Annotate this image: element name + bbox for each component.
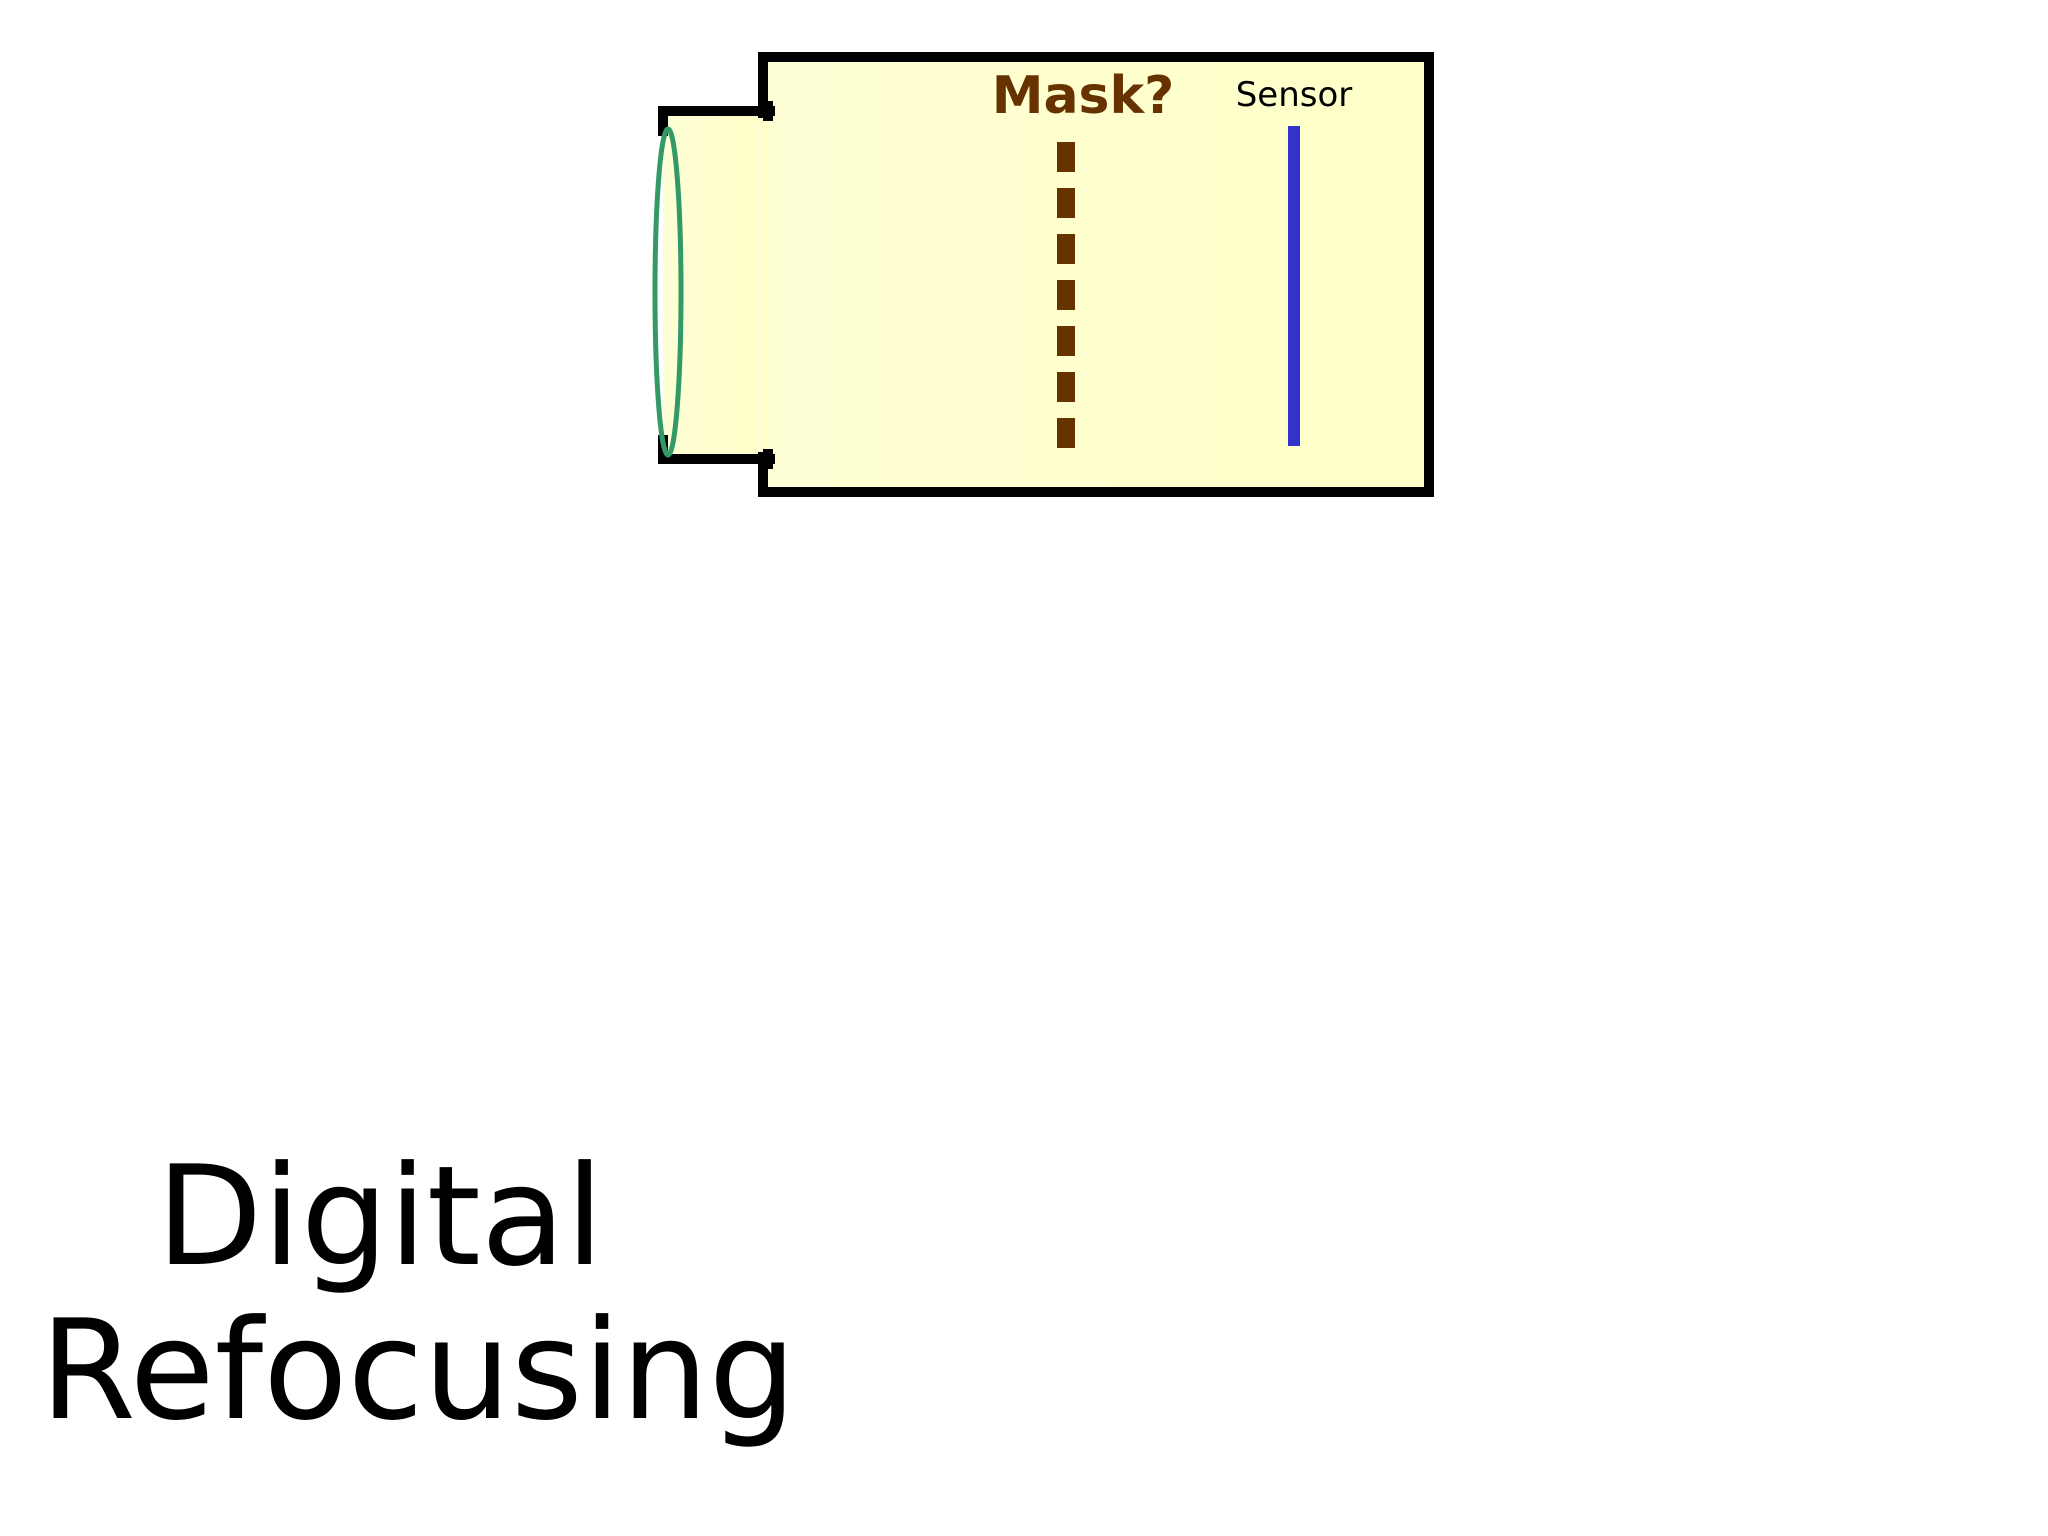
camera-body <box>758 52 1434 497</box>
lens-barrel <box>663 111 770 459</box>
caption-line-2: Refocusing <box>40 1290 797 1451</box>
sensor-label: Sensor <box>1236 75 1353 115</box>
caption: Digital Refocusing <box>40 1136 797 1451</box>
lens-ellipse <box>652 126 684 458</box>
caption-line-1: Digital <box>156 1136 604 1297</box>
barrel-opening <box>756 118 770 452</box>
mask-label: Mask? <box>992 66 1175 126</box>
